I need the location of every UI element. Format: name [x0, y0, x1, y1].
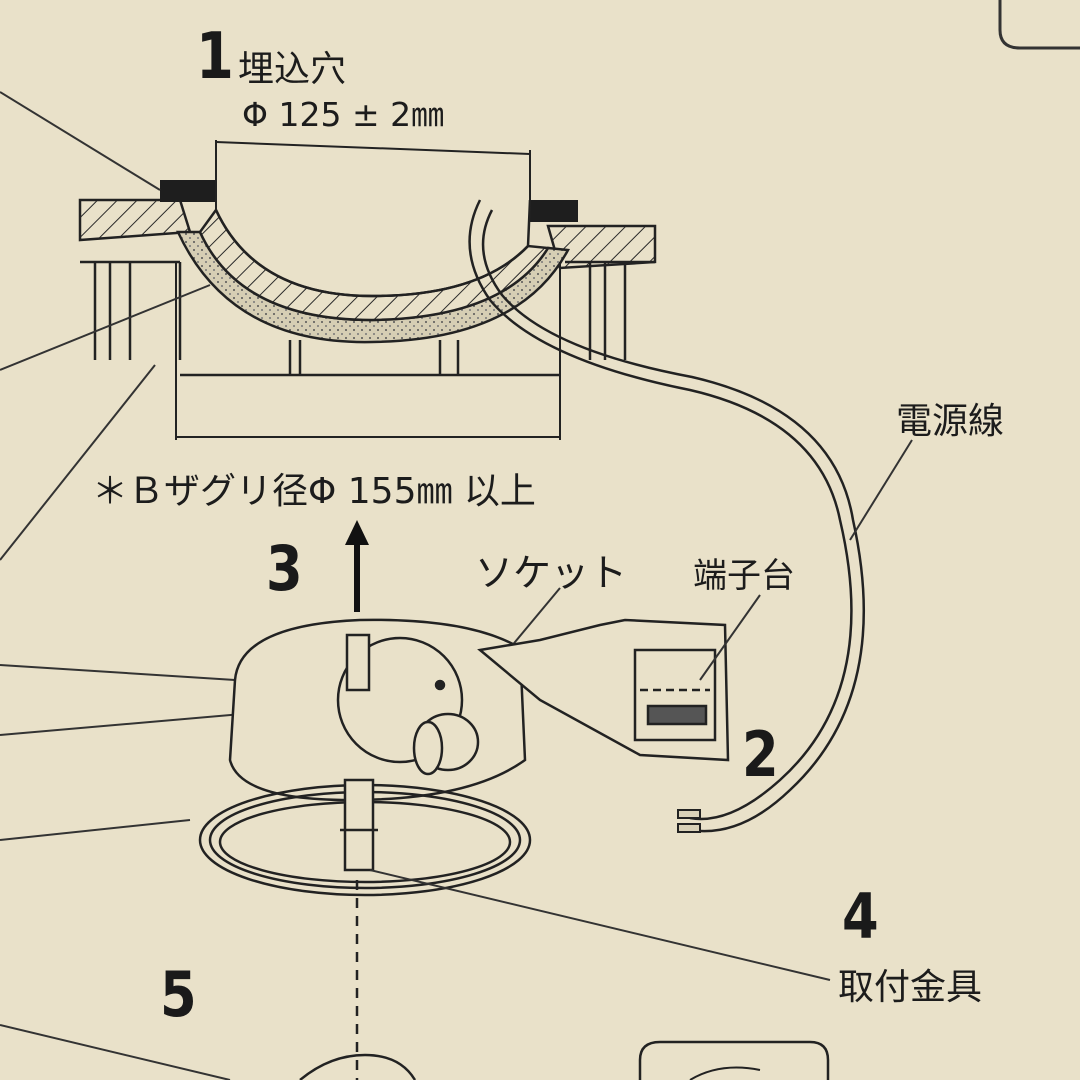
- terminal-block: [477, 618, 730, 762]
- socket-label: ソケット: [475, 551, 628, 595]
- bottom-right-box: [638, 1040, 830, 1080]
- mounting-screw: [340, 633, 378, 1080]
- bowl-inner: [214, 199, 532, 298]
- up-arrow: [345, 520, 369, 612]
- hole-dimension-line: [215, 141, 531, 155]
- terminal-block-leader: [699, 594, 761, 681]
- power-cord-label: 電源線: [896, 401, 1005, 442]
- step-5-number: 5: [160, 958, 197, 1031]
- step-4-number: 4: [842, 880, 879, 953]
- mounting-bracket-label: 取付金具: [838, 967, 983, 1008]
- step-3-number: 3: [266, 532, 303, 605]
- hole-title-label: 埋込穴: [238, 49, 347, 90]
- seal-pad-left: [160, 180, 215, 202]
- power-cord: [468, 199, 866, 833]
- counterbore-label: ＊Ｂザグリ径Φ 155㎜ 以上: [92, 471, 536, 512]
- power-cord-leader: [849, 439, 913, 541]
- leader-lines: [0, 91, 346, 1080]
- bottom-fixture-part: [299, 1053, 417, 1080]
- step-1-number: 1: [196, 20, 234, 94]
- step-2-number: 2: [742, 718, 779, 791]
- ceiling-joists: [80, 260, 655, 377]
- seal-pad-right: [530, 200, 578, 222]
- mounting-bracket-leader: [369, 869, 831, 981]
- hole-dimension-label: Φ 125 ± 2㎜: [242, 95, 445, 134]
- terminal-block-label: 端子台: [693, 556, 795, 596]
- note-box-edge: [998, 0, 1080, 50]
- cord-end-wires: [677, 809, 701, 833]
